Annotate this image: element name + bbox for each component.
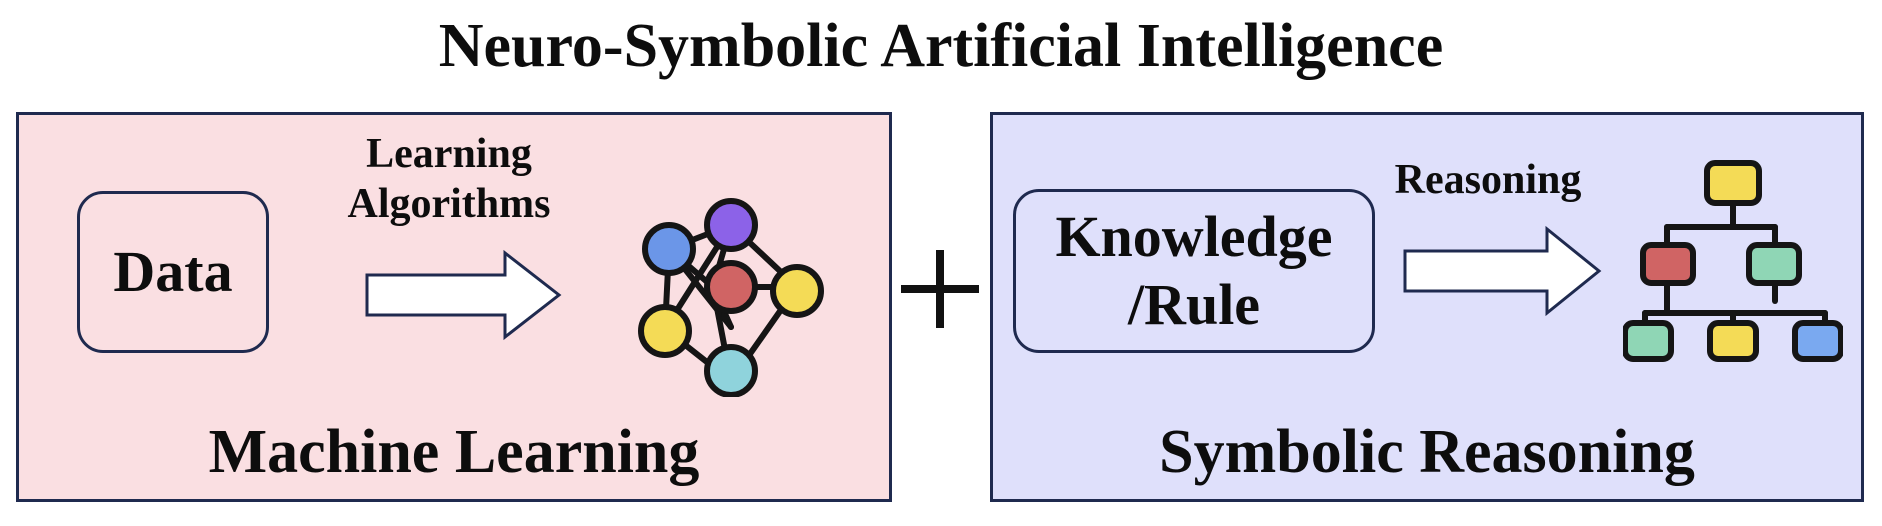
right-arrow-icon [365, 249, 562, 341]
diagram-title: Neuro-Symbolic Artificial Intelligence [438, 12, 1444, 80]
machine-learning-title: Machine Learning [208, 418, 700, 486]
knowledge-label: Knowledge [1055, 204, 1333, 269]
right-arrow-icon [1403, 225, 1602, 317]
reasoning-label: Reasoning [1394, 157, 1582, 203]
machine-learning-panel: Data Learning Algorithms [16, 112, 892, 502]
learning-algorithms-label: Learning Algorithms [319, 129, 579, 229]
learning-algorithms-line2: Algorithms [347, 181, 551, 227]
plus-icon [901, 250, 979, 328]
hierarchy-tree-icon [1623, 160, 1843, 362]
symbolic-reasoning-panel: Knowledge /Rule Reasoning Sym [990, 112, 1864, 502]
symbolic-reasoning-title: Symbolic Reasoning [1159, 418, 1695, 486]
rule-label: /Rule [1127, 272, 1261, 337]
knowledge-rule-box: Knowledge /Rule [1013, 189, 1375, 353]
neural-network-icon [638, 198, 824, 397]
learning-algorithms-line1: Learning [366, 131, 532, 177]
data-label: Data [113, 239, 233, 304]
data-box: Data [77, 191, 269, 353]
